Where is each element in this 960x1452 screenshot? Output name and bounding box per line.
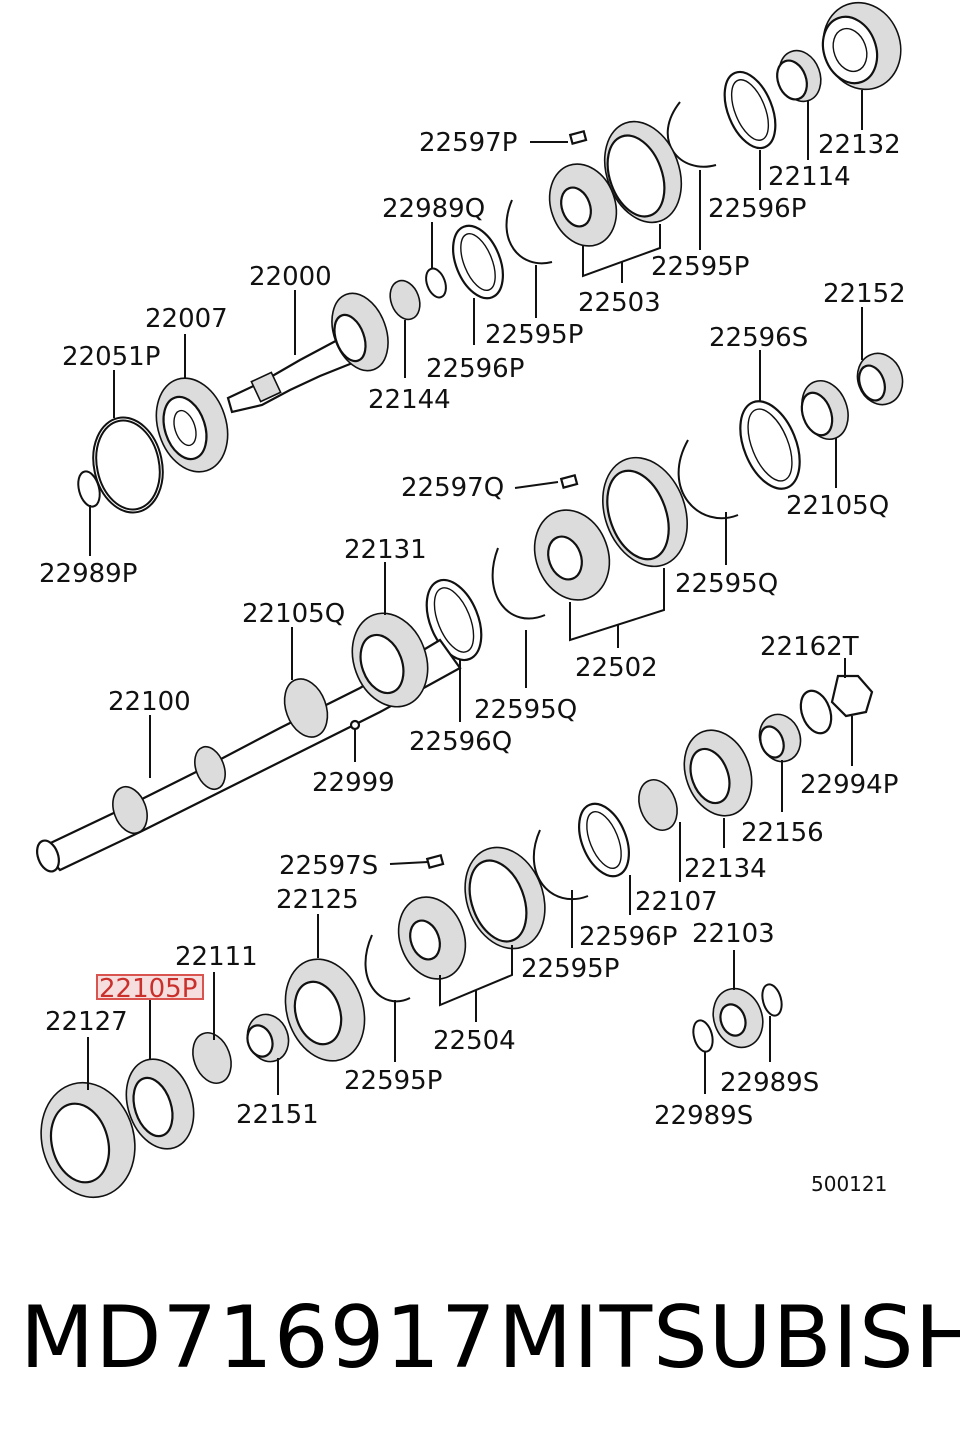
bearing-22144 xyxy=(389,279,421,321)
footer: MD716917 MITSUBISHI xyxy=(20,1288,960,1388)
label-22100: 22100 xyxy=(108,687,191,717)
snap-ring-22989S-right xyxy=(761,983,783,1017)
label-22989Q: 22989Q xyxy=(382,194,485,224)
label-22162T: 22162T xyxy=(760,632,859,662)
label-22595P-top: 22595P xyxy=(651,252,749,282)
label-22105Q-left: 22105Q xyxy=(242,599,345,629)
bearing-22114 xyxy=(776,49,822,103)
synchro-ring-22596S xyxy=(739,400,801,490)
label-22596P-low: 22596P xyxy=(579,922,677,952)
synchro-sleeve-22504 xyxy=(397,846,546,980)
label-22051P: 22051P xyxy=(62,342,160,372)
leader-lines xyxy=(87,90,863,1095)
lower-right-assembly xyxy=(40,674,874,1199)
label-22152: 22152 xyxy=(823,279,906,309)
label-22597Q: 22597Q xyxy=(401,473,504,503)
label-22107: 22107 xyxy=(635,887,718,917)
label-22000: 22000 xyxy=(249,262,332,292)
label-22989P: 22989P xyxy=(39,559,137,589)
label-22596Q: 22596Q xyxy=(409,727,512,757)
part-labels: 22597P 22132 22114 22596P 22989Q 22595P … xyxy=(39,128,906,1196)
label-22989S-left: 22989S xyxy=(654,1101,753,1131)
label-22595P-mid: 22595P xyxy=(485,320,583,350)
highlight-box xyxy=(96,974,204,1000)
bearing-22007 xyxy=(155,377,229,473)
figure-reference: 500121 xyxy=(811,1172,887,1196)
snap-ring-22989S-left xyxy=(692,1019,714,1053)
label-22105P-highlighted[interactable]: 22105P xyxy=(99,974,197,1004)
label-22144: 22144 xyxy=(368,385,451,415)
main-shaft-22100 xyxy=(36,612,462,873)
brand-name: MITSUBISHI xyxy=(498,1288,960,1388)
label-22596P-mid: 22596P xyxy=(426,354,524,384)
label-22504: 22504 xyxy=(433,1026,516,1056)
label-22596S: 22596S xyxy=(709,323,808,353)
input-shaft-22000 xyxy=(226,292,389,414)
washer-22994P xyxy=(799,689,833,735)
bearing-22111 xyxy=(192,1032,232,1084)
synchro-ring-22596P-low xyxy=(578,802,630,878)
label-22595P-low: 22595P xyxy=(521,954,619,984)
spring-22595P-bottom xyxy=(364,934,411,1003)
label-22596P-top: 22596P xyxy=(708,194,806,224)
synchro-ring-22596P-top xyxy=(723,70,777,150)
label-22103: 22103 xyxy=(692,919,775,949)
label-22999: 22999 xyxy=(312,768,395,798)
gear-22132 xyxy=(821,1,902,91)
label-22156: 22156 xyxy=(741,818,824,848)
key-22597Q xyxy=(559,473,579,489)
synchro-ring-22596P-mid xyxy=(452,224,504,300)
bearing-22105Q-left xyxy=(283,678,329,738)
synchro-sleeve-22503 xyxy=(548,120,683,247)
label-22131: 22131 xyxy=(344,535,427,565)
key-22597S xyxy=(425,853,445,869)
label-22151: 22151 xyxy=(236,1100,319,1130)
spring-22595P-mid xyxy=(505,199,553,265)
spring-22595P-low xyxy=(533,829,589,901)
label-22007: 22007 xyxy=(145,304,228,334)
label-22132: 22132 xyxy=(818,130,901,160)
input-shaft-assembly xyxy=(77,1,902,514)
label-22597P: 22597P xyxy=(419,128,517,158)
label-22595Q-right: 22595Q xyxy=(675,569,778,599)
spring-22595Q-right xyxy=(677,439,739,520)
key-22597P xyxy=(568,129,588,145)
label-22989S-right: 22989S xyxy=(720,1068,819,1098)
bearing-22107 xyxy=(638,779,678,831)
label-22597S: 22597S xyxy=(279,851,378,881)
label-22503: 22503 xyxy=(578,288,661,318)
snap-ring-22989Q xyxy=(425,267,447,299)
snap-ring-22051P xyxy=(92,416,164,514)
snap-ring-22989P xyxy=(77,470,101,508)
label-22595P-bottom: 22595P xyxy=(344,1066,442,1096)
label-22114: 22114 xyxy=(768,162,851,192)
label-22994P: 22994P xyxy=(800,770,898,800)
label-22111: 22111 xyxy=(175,942,258,972)
nut-22162T xyxy=(830,674,874,718)
spring-22595Q-mid xyxy=(491,547,546,620)
label-22502: 22502 xyxy=(575,653,658,683)
ball-22999 xyxy=(349,719,361,731)
part-number: MD716917 xyxy=(20,1288,497,1388)
label-22134: 22134 xyxy=(684,854,767,884)
synchro-sleeve-22502 xyxy=(533,456,688,601)
label-22105Q-right: 22105Q xyxy=(786,491,889,521)
label-22127: 22127 xyxy=(45,1007,128,1037)
label-22595Q-mid: 22595Q xyxy=(474,695,577,725)
label-22125: 22125 xyxy=(276,885,359,915)
